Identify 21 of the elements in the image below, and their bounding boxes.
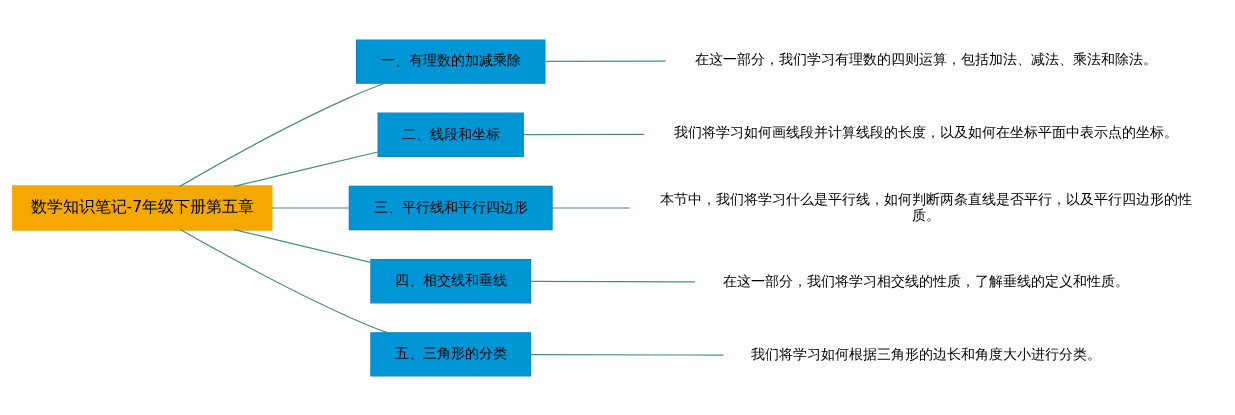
connector [523, 133, 645, 135]
connector [179, 82, 386, 187]
node-text: 在这一部分，我们将学习相交线的性质，了解垂线的定义和性质。 [722, 272, 1129, 289]
connector [544, 59, 667, 62]
connector [529, 353, 725, 356]
connector [233, 228, 372, 263]
node-box: 三、平行线和平行四边形 [348, 185, 553, 230]
connector [529, 280, 696, 282]
connector [270, 206, 350, 209]
node-box: 四、相交线和垂线 [370, 258, 532, 303]
node-box: 二、线段和坐标 [377, 112, 524, 157]
node-box: 一、有理数的加减乘除 [355, 38, 546, 84]
connector [551, 206, 631, 209]
node-text: 我们将学习如何画线段并计算线段的长度，以及如何在坐标平面中表示点的坐标。 [673, 123, 1178, 140]
node-box: 五、三角形的分类 [370, 331, 532, 377]
node-text: 在这一部分，我们学习有理数的四则运算，包括加法、减法、乘法和除法。 [694, 50, 1157, 67]
connector [233, 150, 379, 187]
connector [180, 228, 388, 333]
node-box: 数学知识笔记-7年级下册第五章 [12, 184, 273, 231]
node-text: 我们将学习如何根据三角形的边长和角度大小进行分类。 [750, 345, 1101, 362]
node-text: 本节中，我们将学习什么是平行线，如何判断两条直线是否平行，以及平行四边形的性质。 [659, 190, 1192, 223]
